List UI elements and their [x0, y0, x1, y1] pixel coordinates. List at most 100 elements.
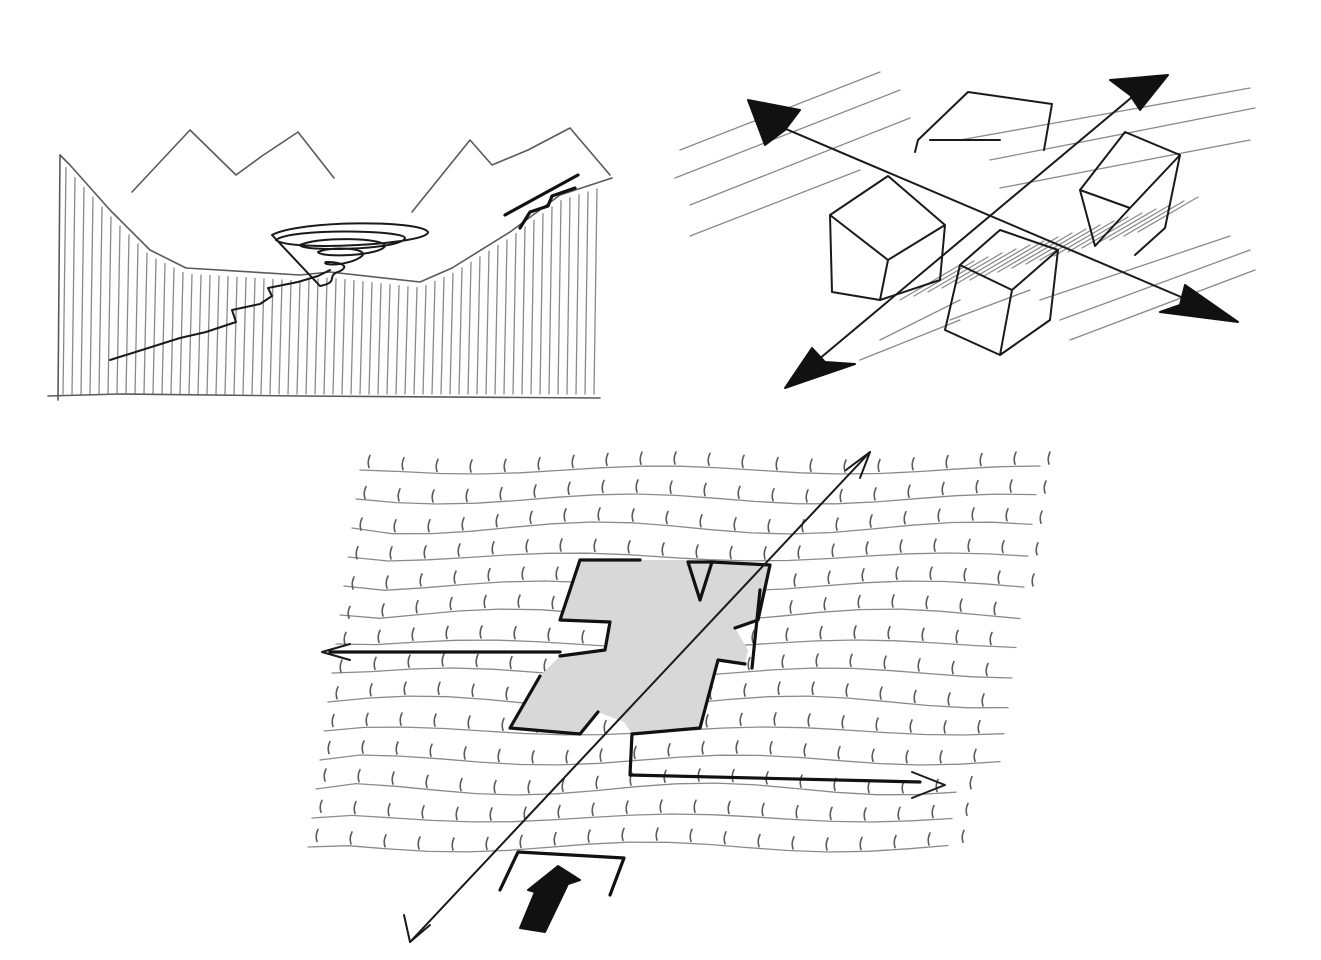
tick-mark [501, 717, 505, 732]
hatch-stroke [242, 277, 247, 395]
tick-mark [635, 479, 639, 493]
tick-mark [893, 834, 897, 849]
tick-mark [437, 681, 441, 696]
tick-mark [415, 599, 419, 614]
tick-mark [1031, 573, 1035, 587]
tick-mark [857, 594, 861, 609]
tick-mark [315, 828, 319, 843]
hatch-stroke [287, 279, 292, 395]
contour-line [315, 782, 957, 796]
tick-mark [425, 774, 429, 789]
tick-mark [963, 567, 967, 582]
tick-mark [921, 627, 925, 642]
tick-mark [673, 451, 677, 465]
tick-mark [933, 538, 937, 552]
tick-mark [463, 746, 467, 760]
hatch-stroke [350, 280, 355, 395]
hatch-stroke [449, 272, 454, 395]
hatch-stroke [215, 275, 220, 395]
hatch-stroke [879, 299, 961, 341]
tick-mark [757, 833, 761, 848]
tick-mark [557, 804, 561, 819]
tick-mark [631, 508, 635, 522]
tick-mark [347, 605, 351, 620]
hatch-stroke [233, 276, 238, 395]
tick-mark [887, 625, 891, 640]
contour-line [319, 754, 1001, 766]
hatch-stroke [557, 200, 562, 395]
tick-mark [695, 544, 699, 558]
contour-line [311, 813, 953, 823]
tick-mark [1013, 451, 1017, 465]
hatch-stroke [251, 277, 256, 395]
tick-mark [733, 517, 737, 531]
tick-mark [597, 507, 601, 521]
h-plan-fill [510, 560, 770, 734]
tick-mark [563, 508, 567, 522]
tick-mark [1001, 539, 1005, 554]
hatch-stroke [440, 276, 445, 395]
tick-mark [877, 458, 881, 473]
tick-mark [389, 546, 393, 560]
cube-top [914, 91, 1053, 153]
hatch-stroke [859, 319, 961, 361]
tick-mark [853, 625, 857, 639]
tick-mark [361, 740, 365, 754]
hatch-stroke [458, 267, 463, 395]
hatch-stroke [983, 240, 1045, 277]
tick-mark [751, 629, 755, 644]
mountain-ridge-right [411, 127, 611, 213]
tick-mark [879, 686, 883, 700]
tick-mark [323, 768, 327, 782]
tick-mark [997, 570, 1001, 584]
tick-mark [593, 538, 597, 553]
tick-mark [791, 836, 795, 850]
hatch-stroke [1123, 200, 1185, 237]
hatch-stroke [584, 191, 589, 395]
hatch-stroke [179, 271, 184, 395]
tick-mark [403, 681, 407, 695]
tick-mark [351, 576, 355, 590]
tick-mark [977, 719, 981, 734]
tick-mark [605, 452, 609, 467]
tick-mark [841, 715, 845, 729]
arrowhead-se [1159, 284, 1239, 323]
tick-mark [565, 749, 569, 764]
tick-mark [659, 799, 663, 813]
tick-mark [825, 837, 829, 851]
tick-mark [407, 654, 411, 668]
tick-mark [601, 479, 605, 494]
tick-mark [975, 479, 979, 494]
hatch-stroke [98, 206, 103, 395]
tick-mark [367, 454, 371, 469]
tick-mark [699, 514, 703, 528]
tick-mark [599, 748, 603, 762]
hatch-stroke [89, 196, 94, 395]
hatch-stroke [224, 275, 229, 395]
tick-mark [429, 743, 433, 757]
tick-mark [899, 539, 903, 553]
tick-mark [571, 454, 575, 469]
tick-mark [331, 713, 335, 728]
hatch-stroke [170, 267, 175, 395]
tick-mark [359, 517, 363, 531]
contour-line [347, 552, 1029, 562]
hatch-stroke [566, 197, 571, 395]
tick-mark [419, 573, 423, 587]
tick-mark [655, 827, 659, 841]
hatch-stroke [188, 273, 193, 395]
tick-mark [743, 683, 747, 697]
arrowhead-up-right [845, 451, 871, 479]
tick-mark [349, 831, 353, 845]
tick-mark [393, 519, 397, 533]
hatch-stroke [1081, 212, 1143, 249]
hatch-stroke [269, 278, 274, 395]
tick-mark [467, 715, 471, 729]
tick-mark [799, 774, 803, 788]
tick-mark [339, 659, 343, 673]
tick-mark [767, 518, 771, 533]
tick-mark [411, 627, 415, 641]
hatch-stroke [674, 89, 901, 179]
tick-mark [809, 458, 813, 473]
